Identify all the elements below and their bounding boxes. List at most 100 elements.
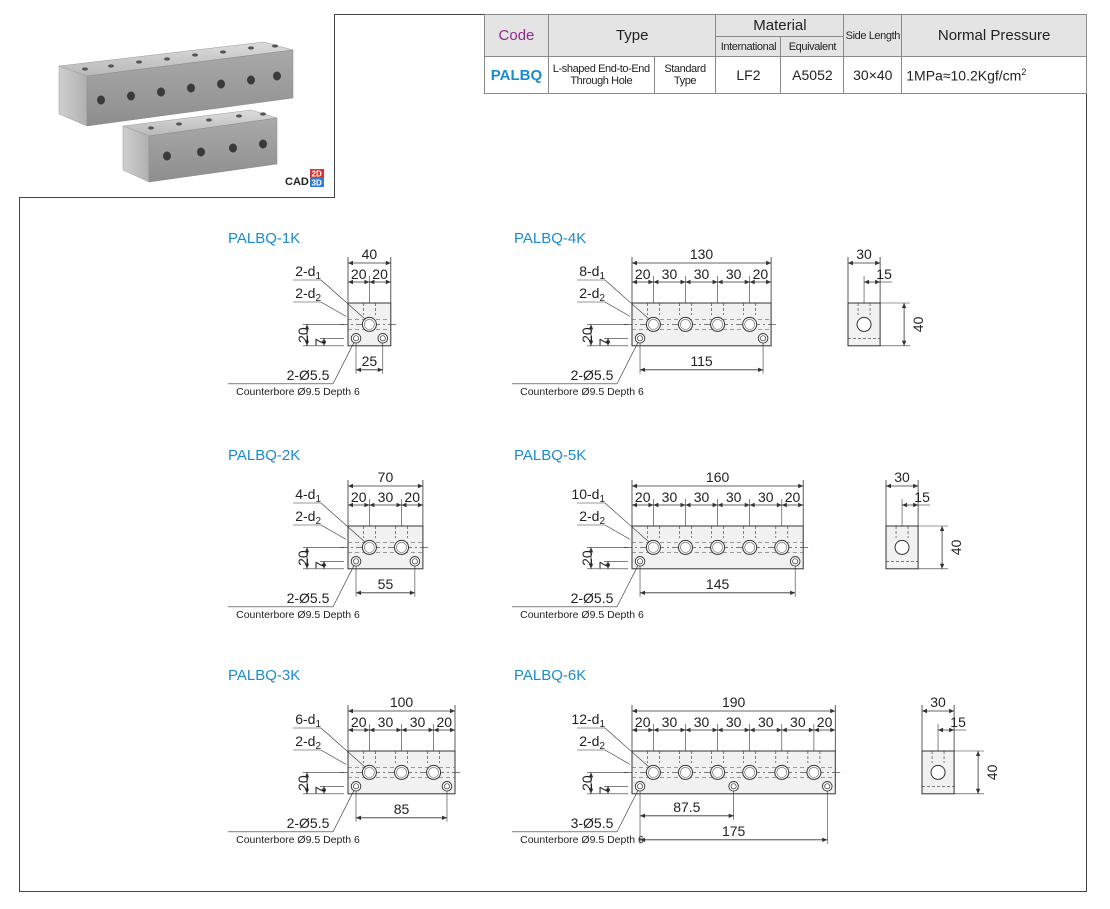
header-international: International <box>715 36 782 57</box>
counterbore-label: Counterbore Ø9.5 Depth 6 <box>236 834 360 846</box>
arrow <box>648 279 654 285</box>
mount-hole <box>409 556 421 567</box>
dim-line <box>332 790 355 832</box>
model-title: PALBQ-3K <box>228 667 300 684</box>
port-hole-inner <box>776 767 788 778</box>
arrow <box>902 502 908 508</box>
arrow <box>348 708 353 714</box>
arrow <box>653 502 659 508</box>
arrow <box>781 727 787 733</box>
arrow <box>356 367 362 372</box>
arrow <box>712 502 718 508</box>
arrow <box>605 788 611 794</box>
arrow <box>364 727 370 733</box>
dim-label: 20 <box>817 714 833 730</box>
arrow <box>396 502 402 508</box>
height-label: 20 <box>579 550 595 566</box>
spec-table: Code Type Material Side Length Normal Pr… <box>484 14 1087 94</box>
dim-label: 20 <box>404 489 420 505</box>
arrow <box>441 815 447 820</box>
dim-label: 160 <box>706 469 730 485</box>
arrow <box>749 502 755 508</box>
side-hole <box>930 764 946 780</box>
arrow <box>640 590 646 595</box>
mount-hole <box>789 556 801 567</box>
cad-label: CAD <box>285 176 309 188</box>
header-side-length: Side Length <box>843 14 903 57</box>
arrow <box>939 563 945 569</box>
dim-label: 30 <box>694 714 710 730</box>
port-hole-inner <box>648 767 659 778</box>
mount-hole <box>822 781 833 792</box>
arrow <box>640 367 646 372</box>
arrow <box>433 727 439 733</box>
row-pressure: 1MPa≈10.2Kgf/cm2 <box>901 56 1087 94</box>
mount-hole-label: 2-Ø5.5 <box>571 367 614 383</box>
dim-label: 30 <box>378 489 394 505</box>
offset-label: 7 <box>596 561 612 569</box>
arrow <box>321 340 327 346</box>
arrow <box>401 502 407 508</box>
mount-hole-inner <box>824 783 831 790</box>
arrow <box>728 813 734 818</box>
dim-label: 30 <box>378 714 394 730</box>
dim-label: 30 <box>410 714 426 730</box>
arrow <box>356 815 362 820</box>
cad-badge[interactable]: CAD 2D 3D <box>285 169 324 188</box>
arrow <box>632 727 637 733</box>
port-hole-inner <box>364 542 375 553</box>
dim-label: 190 <box>722 694 746 710</box>
height-label: 20 <box>295 775 311 791</box>
dim-label: 20 <box>372 266 388 282</box>
mount-hole-inner <box>637 558 643 565</box>
arrow <box>766 260 772 266</box>
counterbore-label: Counterbore Ø9.5 Depth 6 <box>236 386 360 398</box>
arrow <box>417 502 423 508</box>
arrow <box>766 279 772 285</box>
mount-hole-inner <box>379 335 386 342</box>
arrow <box>875 260 881 266</box>
port-hole-inner <box>680 542 691 553</box>
mount-hole-label: 2-Ø5.5 <box>287 367 330 383</box>
port-hole-inner <box>712 542 723 553</box>
dim-label: 25 <box>362 353 378 369</box>
arrow <box>653 727 659 733</box>
cad-3d-label: 3D <box>312 179 322 188</box>
port-hole-inner <box>744 767 756 778</box>
port-hole-inner <box>744 542 756 553</box>
arrow <box>938 727 944 733</box>
dim-line <box>332 342 355 384</box>
row-side-length: 30×40 <box>843 56 903 94</box>
label-d1: 2-d1 <box>295 263 321 282</box>
arrow <box>712 727 718 733</box>
port-hole-inner <box>648 319 659 330</box>
arrow <box>364 279 370 285</box>
dim-label: 100 <box>390 694 414 710</box>
dim-line <box>604 301 631 317</box>
arrow <box>640 837 646 842</box>
dim-label: 130 <box>690 246 714 262</box>
arrow <box>632 260 637 266</box>
mount-hole-label: 2-Ø5.5 <box>571 590 614 606</box>
arrow <box>304 547 310 553</box>
arrow <box>685 727 691 733</box>
arrow <box>922 708 927 714</box>
mount-hole <box>634 781 646 792</box>
arrow <box>864 279 870 285</box>
dim-label: 20 <box>635 266 651 282</box>
dim-line <box>616 342 639 384</box>
dim-line <box>320 727 366 768</box>
arrow <box>758 367 764 372</box>
dim-label: 175 <box>722 823 746 839</box>
arrow <box>830 727 836 733</box>
height-label: 20 <box>295 327 311 343</box>
arrow <box>913 483 919 489</box>
port-hole-inner <box>364 319 375 330</box>
counterbore-label: Counterbore Ø9.5 Depth 6 <box>236 609 360 621</box>
height-label: 20 <box>295 550 311 566</box>
model-title: PALBQ-4K <box>514 230 586 247</box>
arrow <box>450 708 455 714</box>
dim-label: 30 <box>662 714 678 730</box>
